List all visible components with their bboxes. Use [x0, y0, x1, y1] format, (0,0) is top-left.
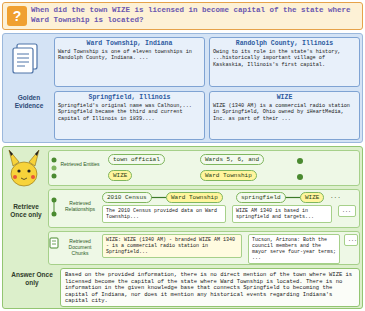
retrieval-row: Retrieved Relationships 2010 Census Ward T…	[48, 189, 360, 228]
more-label: ...	[330, 193, 341, 200]
question-mark: ?	[7, 6, 27, 26]
text-slot: Retrieved Entities	[60, 161, 100, 167]
node-text: WIZE	[113, 172, 127, 179]
retrieval-row: Retrieved Document Chunks WIZE: WIZE (134…	[48, 231, 360, 265]
text-slot: Answer Once only	[5, 271, 59, 286]
document-chunk: Tucson, Arizona: Both the council member…	[248, 234, 340, 264]
question-icon: ?	[7, 6, 27, 26]
question-bar: ? When did the town WIZE is licensed in …	[2, 2, 363, 30]
entity-pill: 2010 Census	[102, 192, 152, 203]
text-slot: Retrieve Once only	[5, 203, 47, 218]
evidence-panel: Golden EvidenceWard Township, IndianaWar…	[2, 33, 363, 143]
card-body: Springfield's original name was Calhoun,…	[58, 103, 201, 122]
node-text: Ward Township	[171, 194, 218, 201]
evidence-card: WIZEWIZE (1340 AM) is a commercial radio…	[209, 91, 360, 140]
answer-box: Based on the provided information, there…	[60, 268, 360, 307]
retrieval-row: Retrieved Entities town official Wards 5, …	[48, 150, 360, 186]
evidence-card: Springfield, IllinoisSpringfield's origi…	[54, 91, 205, 140]
node-text: Golden Evidence	[5, 94, 53, 109]
document-icon	[13, 44, 37, 73]
relation-text: The 2010 Census provided data on Ward To…	[102, 205, 226, 223]
mascot-icon	[9, 150, 39, 186]
card-body: Ward Township is one of eleven townships…	[58, 49, 201, 62]
node-text: Retrieved Relationships	[60, 200, 100, 212]
node-text: Retrieved Entities	[60, 161, 100, 167]
entity-pill: WIZE	[300, 192, 324, 203]
relation-line	[152, 197, 166, 198]
relation-text: ...	[338, 205, 356, 217]
node-text: Wards 5, 6, and	[205, 156, 259, 163]
text-slot: Golden Evidence	[5, 94, 53, 109]
text-slot: Retrieved Relationships	[60, 200, 100, 212]
card-heading: Ward Township, Indiana	[58, 40, 201, 48]
node-text: Retrieved Document Chunks	[60, 238, 100, 256]
entity-pill: Wards 5, 6, and	[200, 154, 264, 165]
entity-pill: Ward Township	[200, 170, 257, 181]
document-chunk: WIZE: WIZE (1340 AM) - branded WIZE AM 1…	[102, 234, 242, 258]
entity-pill: springfield	[236, 192, 286, 203]
card-heading: Springfield, Illinois	[58, 94, 201, 102]
relation-icon	[52, 198, 57, 217]
evidence-card: Ward Township, IndianaWard Township is o…	[54, 37, 205, 87]
node-text: ...	[348, 237, 354, 243]
node-text: Retrieve Once only	[5, 203, 47, 218]
node-text: ...	[342, 208, 352, 214]
relation-line-stroke	[286, 197, 300, 198]
node-text: Answer Once only	[5, 271, 59, 286]
node-text: Tucson, Arizona: Both the council member…	[252, 237, 336, 261]
card-body: Owing to its role in the state's history…	[213, 49, 356, 68]
entity-pill: town official	[108, 154, 165, 165]
node-text: WIZE: WIZE (1340 AM) - branded WIZE AM 1…	[106, 237, 238, 255]
node-text: The 2010 Census provided data on Ward To…	[106, 208, 222, 220]
question-slot: When did the town WIZE is licensed in be…	[31, 6, 359, 25]
document-chunk: ...	[344, 234, 358, 246]
retrieval-panel: Retrieve Once onlyAnswer Once onlyRetrie…	[2, 146, 363, 309]
entity-icon	[52, 158, 57, 179]
node-text: springfield	[241, 194, 281, 201]
node-text: WIZE AM 1340 is based in springfield and…	[236, 208, 328, 220]
entity-pill: Ward Township	[166, 192, 223, 203]
card-heading: Randolph County, Illinois	[213, 40, 356, 48]
chunk-icon	[50, 238, 58, 248]
more-dots	[297, 158, 303, 180]
relation-line	[286, 197, 300, 198]
evidence-card: Randolph County, IllinoisOwing to its ro…	[209, 37, 360, 87]
relation-text: WIZE AM 1340 is based in springfield and…	[232, 205, 332, 223]
node-text: Ward Township	[205, 172, 252, 179]
entity-pill: WIZE	[108, 170, 132, 181]
node-text: 2010 Census	[107, 194, 147, 201]
card-body: WIZE (1340 AM) is a commercial radio sta…	[213, 103, 356, 122]
relation-line-stroke	[152, 197, 166, 198]
node-text: WIZE	[305, 194, 319, 201]
text-slot: Retrieved Document Chunks	[60, 238, 100, 256]
node-text: town official	[113, 156, 160, 163]
card-heading: WIZE	[213, 94, 356, 102]
node-text: Based on the provided information, there…	[65, 272, 355, 305]
question-title: When did the town WIZE is licensed in be…	[31, 6, 359, 25]
